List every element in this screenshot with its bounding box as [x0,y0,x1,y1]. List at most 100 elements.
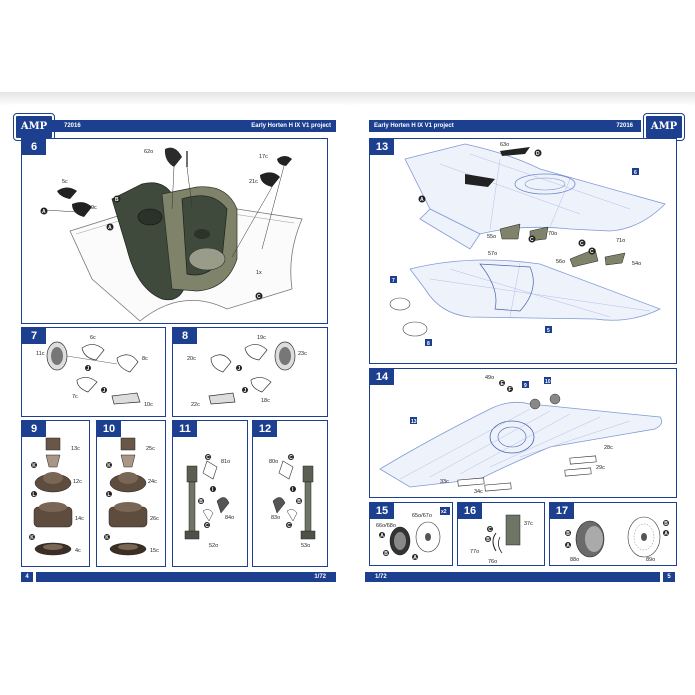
callout-c: C [289,455,293,461]
quantity-badge: x2 [441,509,447,515]
left-page: AMP 72016 Early Horten H IX V1 project 6 [12,104,343,586]
step-14-panel: 14 E F 13 9 10 49o 28c 29c 33c 34c [369,368,677,498]
part-label: 19c [257,335,266,341]
step-7-drawing: J J 6c 11c 8c 7c 10c [36,335,153,408]
callout-a: A [380,533,384,539]
step-7-panel: 7 J J 6c 11c 8c 7c 10c [21,327,166,417]
step-number: 15 [370,503,394,519]
kit-number-right: 72016 [616,123,633,129]
callout-c: C [205,523,209,529]
part-label: 49o [485,375,494,381]
callout-c: C [488,527,492,533]
step-13-panel: 13 A D C C C 6 7 5 8 63 [369,138,677,364]
header-bar-right: Early Horten H IX V1 project 72016 [369,120,641,132]
kit-title-right: Early Horten H IX V1 project [374,123,454,129]
step-number: 6 [22,139,46,155]
callout-j: J [87,366,90,372]
part-label: 12c [73,479,82,485]
right-page: Early Horten H IX V1 project 72016 AMP 1… [357,104,688,586]
part-label: 8c [142,356,148,362]
callout-c: C [287,523,291,529]
part-label: 55o [487,234,496,240]
scale-label-left: 1/72 [314,574,326,580]
callout-a: A [108,225,112,231]
part-label: 53o [301,543,310,549]
part-label: 9c [91,205,97,211]
header-bar-left: 72016 Early Horten H IX V1 project [52,120,336,132]
part-label: 1x [256,270,262,276]
ref-7: 7 [392,278,395,284]
callout-a: A [42,209,46,215]
part-label: 23c [298,351,307,357]
ref-13: 13 [411,419,417,425]
part-label: 57o [488,251,497,257]
step-number: 10 [97,421,121,437]
kit-title-left: Early Horten H IX V1 project [251,123,331,129]
part-label: 37c [524,521,533,527]
page-number-left: 4 [21,572,33,582]
step-number: 14 [370,369,394,385]
step-6-panel: 6 A B A C 62o 17c 5c [21,138,328,324]
part-label: 88o [570,557,579,563]
part-label: 21c [249,179,258,185]
part-label: 5c [62,179,68,185]
callout-k: K [32,463,36,469]
step-10-drawing: K L K 25c 24c 26c 15c [104,437,159,556]
callout-l: L [108,492,111,498]
step-16-drawing: C B 37c 77o 76o [470,514,533,565]
part-label: 15c [150,548,159,554]
step-8-panel: 8 J J 19c 20c 23c 22c 18c [172,327,328,417]
part-label: 4c [75,548,81,554]
part-label: 76o [488,559,497,565]
callout-b: B [566,531,570,537]
part-label: 24c [148,479,157,485]
callout-c: C [580,241,584,247]
amp-logo-right: AMP [643,113,685,141]
step-number: 16 [458,503,482,519]
callout-i: I [212,487,214,493]
step-number: 7 [22,328,46,344]
step-17-drawing: B A B A 88o 89o [565,516,669,563]
step-number: 8 [173,328,197,344]
part-label: 71o [616,238,625,244]
part-label: 65o/67o [412,513,432,519]
part-label: 77o [470,549,479,555]
step-11-drawing: C I C B 81o 84o 52o [184,454,234,549]
part-label: 18c [261,398,270,404]
callout-b: B [664,521,668,527]
callout-f: F [509,387,512,393]
callout-i: I [292,487,294,493]
scale-label-right: 1/72 [375,574,387,580]
footer-bar-left: 1/72 [36,572,336,582]
callout-b: B [115,197,119,203]
part-label: 6c [90,335,96,341]
step-8-drawing: J J 19c 20c 23c 22c 18c [187,335,307,408]
callout-a: A [664,531,668,537]
callout-c: C [257,294,261,300]
step-17-panel: 17 B A B A 88o 89o [549,502,677,566]
step-number: 13 [370,139,394,155]
ref-5: 5 [547,328,550,334]
callout-j: J [238,366,241,372]
step-10-panel: 10 K L K 25c 24c 26c 15c [96,420,166,567]
step-12-panel: 12 C I C B 80o 83o 53o [252,420,328,567]
part-label: 10c [144,402,153,408]
callout-j: J [244,388,247,394]
amp-logo-left: AMP [13,113,55,141]
step-9-drawing: K L K 13c 12c 14c 4c [29,437,84,556]
ref-9: 9 [524,383,527,389]
part-label: 84o [225,515,234,521]
page-number-right: 5 [663,572,675,582]
page-shadow [0,92,695,106]
callout-a: A [566,543,570,549]
callout-k: K [30,535,34,541]
callout-c: C [590,249,594,255]
part-label: 54o [632,261,641,267]
part-label: 81o [221,459,230,465]
callout-a: A [420,197,424,203]
step-12-drawing: C I C B 80o 83o 53o [269,454,316,549]
callout-j: J [103,388,106,394]
part-label: 56o [556,259,565,265]
callout-k: K [105,535,109,541]
callout-b: B [297,499,301,505]
